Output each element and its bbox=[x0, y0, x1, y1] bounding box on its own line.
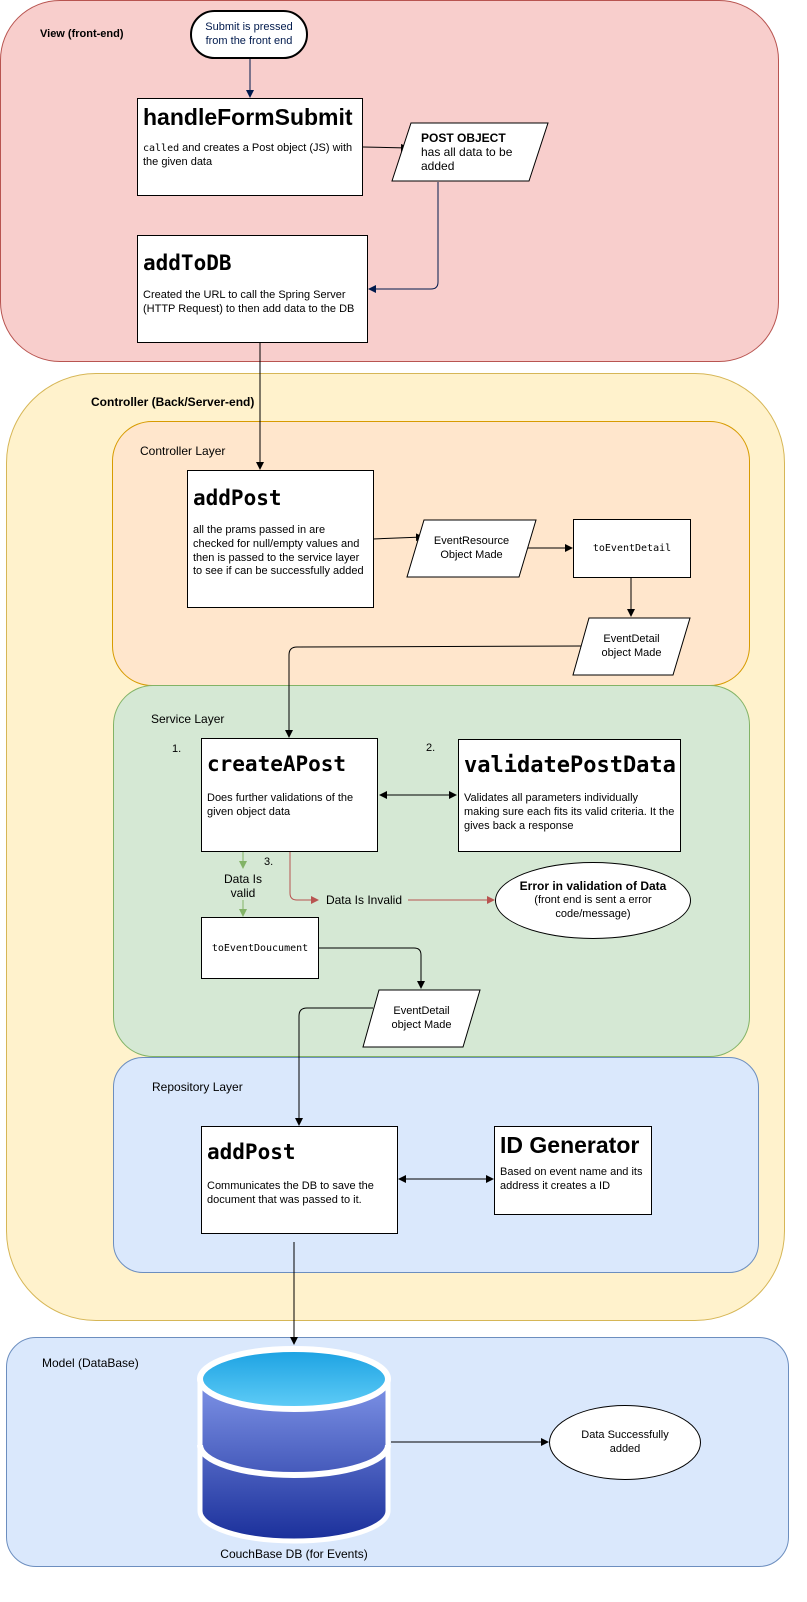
add-to-db-title: addToDB bbox=[143, 251, 232, 275]
repository-layer-label: Repository Layer bbox=[152, 1080, 243, 1094]
id-generator-desc: Based on event name and its address it c… bbox=[500, 1166, 643, 1193]
data-valid-label: Data Is valid bbox=[223, 872, 262, 901]
post-object-node: POST OBJECT has all data to be added bbox=[391, 122, 549, 182]
create-a-post-box: createAPost Does further validations of … bbox=[201, 738, 378, 852]
data-success-label: Data Successfully added bbox=[581, 1428, 669, 1455]
add-post-controller-title: addPost bbox=[193, 486, 282, 510]
database-icon bbox=[197, 1346, 391, 1544]
handle-form-submit-desc-text: and creates a Post object (JS) with the … bbox=[143, 142, 353, 169]
event-resource-shape bbox=[406, 519, 537, 578]
add-post-repo-box: addPost Communicates the DB to save the … bbox=[201, 1126, 398, 1234]
event-detail-1-label: EventDetail object Made bbox=[601, 633, 662, 659]
couchbase-db-icon bbox=[196, 1345, 392, 1545]
error-validation-title: Error in validation of Data bbox=[519, 879, 667, 894]
handle-form-submit-desc: called and creates a Post object (JS) wi… bbox=[143, 142, 357, 170]
model-region-label: Model (DataBase) bbox=[42, 1356, 139, 1370]
post-object-title: POST OBJECT bbox=[421, 131, 506, 145]
post-object-desc: has all data to be added bbox=[421, 145, 513, 174]
error-validation-node: Error in validation of Data (front end i… bbox=[495, 862, 691, 939]
id-generator-box: ID Generator Based on event name and its… bbox=[494, 1126, 652, 1215]
service-layer-label: Service Layer bbox=[151, 712, 225, 726]
data-success-node: Data Successfully added bbox=[549, 1405, 701, 1480]
couchbase-db-label: CouchBase DB (for Events) bbox=[220, 1547, 368, 1561]
validate-post-data-desc: Validates all parameters individually ma… bbox=[464, 792, 675, 832]
id-generator-title: ID Generator bbox=[500, 1132, 640, 1158]
event-resource-label: EventResource Object Made bbox=[433, 535, 510, 561]
error-validation-desc: (front end is sent a error code/message) bbox=[534, 894, 652, 920]
submit-start-label: Submit is pressed from the front end bbox=[205, 20, 293, 47]
view-region-label: View (front-end) bbox=[40, 28, 124, 40]
to-event-document-box: toEventDoucument bbox=[201, 917, 319, 979]
validate-post-data-step: 2. bbox=[426, 742, 436, 754]
handle-form-submit-box: handleFormSubmit called and creates a Po… bbox=[137, 98, 363, 196]
add-to-db-box: addToDB Created the URL to call the Spri… bbox=[137, 235, 368, 343]
handle-form-submit-title: handleFormSubmit bbox=[143, 104, 353, 130]
handle-form-submit-desc-code: called bbox=[143, 143, 180, 155]
validate-post-data-box: validatePostData Validates all parameter… bbox=[458, 739, 681, 852]
controller-region-label: Controller (Back/Server-end) bbox=[91, 395, 255, 409]
event-detail-1-node: EventDetail object Made bbox=[572, 617, 691, 676]
add-post-repo-title: addPost bbox=[207, 1140, 296, 1164]
event-detail-2-node: EventDetail object Made bbox=[362, 989, 481, 1048]
step-3-label: 3. bbox=[264, 856, 274, 868]
add-post-controller-desc: all the prams passed in are checked for … bbox=[193, 524, 364, 578]
to-event-detail-box: toEventDetail bbox=[573, 519, 691, 578]
event-resource-node: EventResource Object Made bbox=[406, 519, 537, 578]
add-post-controller-box: addPost all the prams passed in are chec… bbox=[187, 470, 374, 608]
event-detail-1-shape bbox=[572, 617, 691, 676]
controller-layer-label: Controller Layer bbox=[140, 444, 226, 458]
create-a-post-title: createAPost bbox=[207, 752, 347, 776]
event-detail-2-label: EventDetail object Made bbox=[391, 1005, 452, 1031]
create-a-post-desc: Does further validations of the given ob… bbox=[207, 792, 354, 818]
data-invalid-label: Data Is Invalid bbox=[325, 893, 403, 907]
event-detail-2-shape bbox=[362, 989, 481, 1048]
add-to-db-desc: Created the URL to call the Spring Serve… bbox=[143, 289, 355, 315]
view-region bbox=[0, 0, 779, 362]
submit-start-node: Submit is pressed from the front end bbox=[190, 10, 308, 59]
validate-post-data-title: validatePostData bbox=[464, 753, 676, 778]
post-object-shape bbox=[391, 122, 549, 182]
add-post-repo-desc: Communicates the DB to save the document… bbox=[207, 1180, 374, 1206]
create-a-post-step: 1. bbox=[172, 743, 182, 755]
